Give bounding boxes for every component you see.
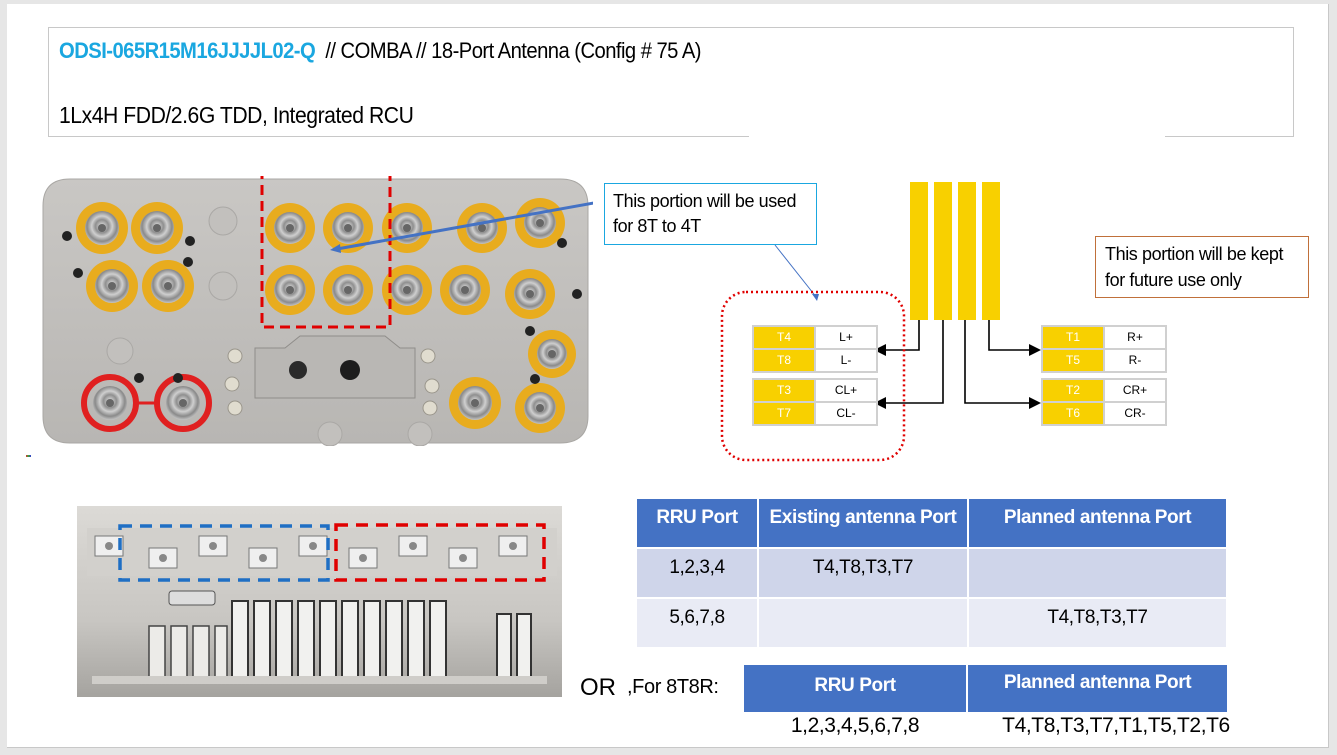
table-row: 1,2,3,4 T4,T8,T3,T7 [637,549,1226,597]
column-header: RRU Port [744,665,966,712]
t-port: T7 [754,403,814,424]
existing-ports-highlight [118,524,330,582]
selection-highlight [720,290,906,462]
antenna-model: ODSI-065R15M16JJJJL02-Q [59,38,316,63]
port-group-cr: T2 CR+ T6 CR- [1041,378,1167,426]
polarity-label: L- [816,350,876,371]
for-8t8r-label: ,For 8T8R: [627,676,719,698]
page-title: ODSI-065R15M16JJJJL02-Q // COMBA // 18-P… [59,38,702,64]
page-subtitle: 1Lx4H FDD/2.6G TDD, Integrated RCU [59,102,414,128]
callout-line: for future use only [1105,270,1242,290]
header-border [1165,136,1293,137]
polarity-label: CL+ [816,380,876,401]
port-mapping-diagram [720,182,1041,462]
t-port: T1 [1043,327,1103,348]
header-border [48,136,749,137]
callout-used-for-8t-to-4t: This portion will be used for 8T to 4T [604,183,817,245]
table-cell: T4,T8,T3,T7 [759,549,967,597]
table-row: 5,6,7,8 T4,T8,T3,T7 [637,599,1226,647]
column-header: Planned antenna Port [969,499,1226,547]
callout-line: This portion will be kept [1105,244,1284,264]
rru-port-panel-image [77,506,562,697]
table-cell [759,599,967,647]
t-port: T5 [1043,350,1103,371]
port-mapping-table: RRU Port Existing antenna Port Planned a… [635,497,1228,649]
t-port: T4 [754,327,814,348]
antenna-column [982,182,1000,320]
antenna-port-panel-image [42,176,593,446]
polarity-label: CL- [816,403,876,424]
t-port: T2 [1043,380,1103,401]
polarity-label: R+ [1105,327,1165,348]
antenna-column [934,182,952,320]
table-cell: T4,T8,T3,T7 [969,599,1226,647]
text-cursor-mark [26,455,31,457]
polarity-label: L+ [816,327,876,348]
or-label: OR [580,674,616,701]
polarity-label: CR+ [1105,380,1165,401]
column-header: Planned antenna Port [968,665,1227,712]
connector [76,202,194,312]
callout-line: This portion will be used [613,191,797,211]
title-rest: // COMBA // 18-Port Antenna (Config # 75… [315,38,701,63]
antenna-column [910,182,928,320]
table-cell: 5,6,7,8 [637,599,757,647]
port-group-l: T4 L+ T8 L- [752,325,878,373]
callout-future-use: This portion will be kept for future use… [1095,236,1309,298]
port-group-cl: T3 CL+ T7 CL- [752,378,878,426]
column-header: Existing antenna Port [759,499,967,547]
antenna-column [958,182,976,320]
table-cell: T4,T8,T3,T7,T1,T5,T2,T6 [1002,714,1230,737]
header-box [48,27,1294,137]
table-cell: 1,2,3,4 [637,549,757,597]
polarity-label: R- [1105,350,1165,371]
polarity-label: CR- [1105,403,1165,424]
t-port: T6 [1043,403,1103,424]
t-port: T3 [754,380,814,401]
t-port: T8 [754,350,814,371]
callout-line: for 8T to 4T [613,216,701,236]
port-group-r: T1 R+ T5 R- [1041,325,1167,373]
column-header: RRU Port [637,499,757,547]
planned-ports-highlight [334,523,546,582]
table-cell [969,549,1226,597]
table-cell: 1,2,3,4,5,6,7,8 [790,714,920,737]
